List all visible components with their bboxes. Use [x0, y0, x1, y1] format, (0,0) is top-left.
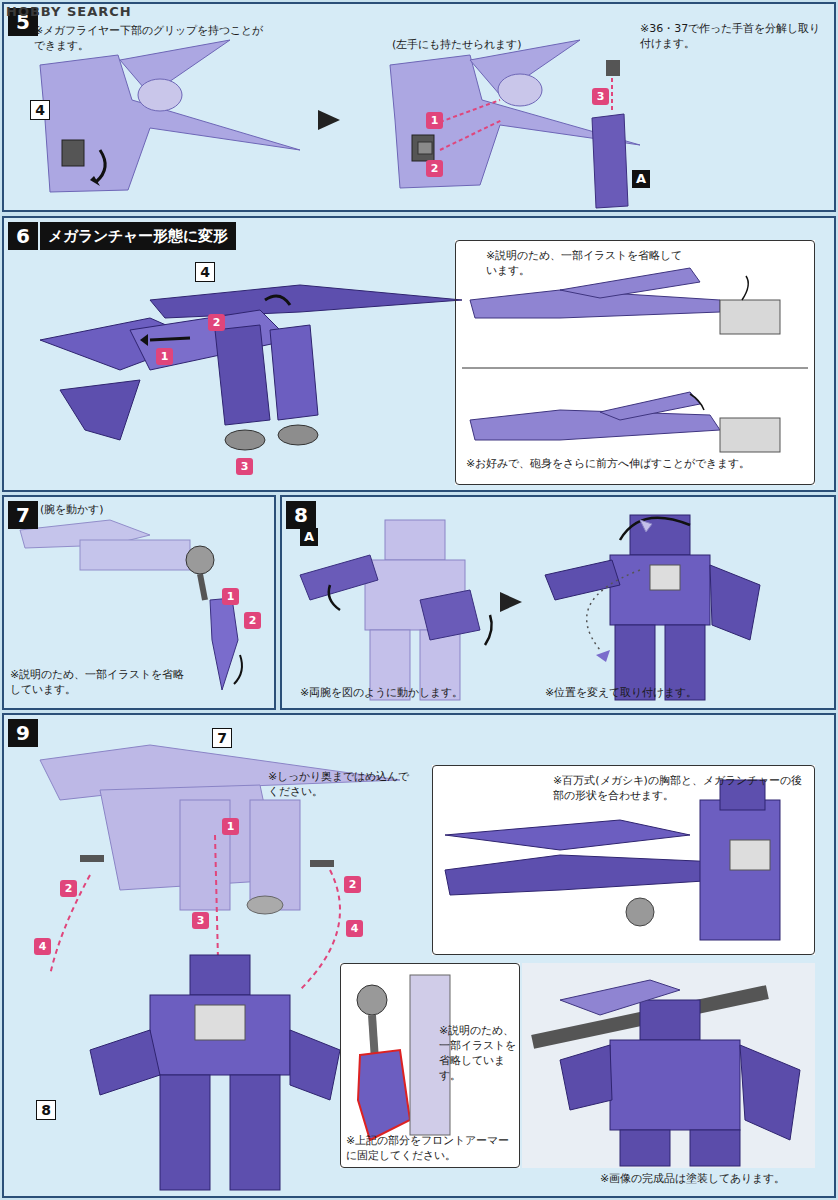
callout-number: 4 [346, 920, 363, 937]
note-box: ※説明のため、一部イラストを省略しています。 ※お好みで、砲身をさらに前方へ伸ばす… [455, 240, 815, 485]
note-text: ※百万式(メガシキ)の胸部と、メガランチャーの後部の形状を合わせます。 [553, 774, 803, 804]
callout-number: 1 [222, 588, 239, 605]
note: ※メガフライヤー下部のグリップを持つことができます。 [34, 24, 264, 54]
callout-number: 1 [222, 818, 239, 835]
step-number: 7 [8, 501, 38, 529]
note: ※説明のため、一部イラストを省略しています。 [10, 668, 190, 698]
part-letter: A [300, 528, 318, 546]
part-number: 8 [36, 1100, 56, 1120]
note: ※36・37で作った手首を分解し取り付けます。 [640, 22, 825, 52]
watermark: HOBBY SEARCH [6, 4, 132, 19]
part-number: 7 [212, 728, 232, 748]
step-panel: 9 ※百万式(メガシキ)の胸部と、メガランチャーの後部の形状を合わせます。 ※説明の… [2, 713, 836, 1198]
part-letter: A [632, 170, 650, 188]
callout-number: 1 [426, 112, 443, 129]
step-panel: 8 [280, 495, 836, 710]
note-text: ※上記の部分をフロントアーマーに固定してください。 [346, 1134, 516, 1164]
note: ※両腕を図のように動かします。 [300, 686, 500, 701]
part-number: 4 [30, 100, 50, 120]
step-number: 8 [286, 501, 316, 529]
callout-number: 2 [244, 612, 261, 629]
note-box: ※説明のため、一部イラストを省略しています。 ※上記の部分をフロントアーマーに固定… [340, 963, 520, 1168]
step-number: 6 [8, 222, 38, 250]
callout-number: 2 [60, 880, 77, 897]
callout-number: 1 [156, 348, 173, 365]
step-title: メガランチャー形態に変形 [40, 222, 236, 250]
step-number: 9 [8, 719, 38, 747]
note-text: ※説明のため、一部イラストを省略しています。 [439, 1024, 517, 1083]
callout-number: 3 [192, 912, 209, 929]
note-text: ※お好みで、砲身をさらに前方へ伸ばすことができます。 [466, 457, 806, 472]
part-number: 4 [195, 262, 215, 282]
callout-number: 4 [34, 938, 51, 955]
note: ※画像の完成品は塗装してあります。 [600, 1172, 815, 1187]
callout-number: 2 [344, 876, 361, 893]
note: (腕を動かす) [40, 503, 160, 518]
callout-number: 2 [208, 314, 225, 331]
note: ※位置を変えて取り付けます。 [545, 686, 765, 701]
callout-number: 3 [592, 88, 609, 105]
note-box: ※百万式(メガシキ)の胸部と、メガランチャーの後部の形状を合わせます。 [432, 765, 815, 955]
callout-number: 3 [236, 458, 253, 475]
note: ※しっかり奥まではめ込んでください。 [268, 770, 418, 800]
note-text: ※説明のため、一部イラストを省略しています。 [486, 249, 686, 279]
note: (左手にも持たせられます) [392, 38, 572, 53]
callout-number: 2 [426, 160, 443, 177]
step-panel: 6メガランチャー形態に変形 ※説明のため、一部イラストを省略しています。 ※お好みで… [2, 216, 836, 492]
